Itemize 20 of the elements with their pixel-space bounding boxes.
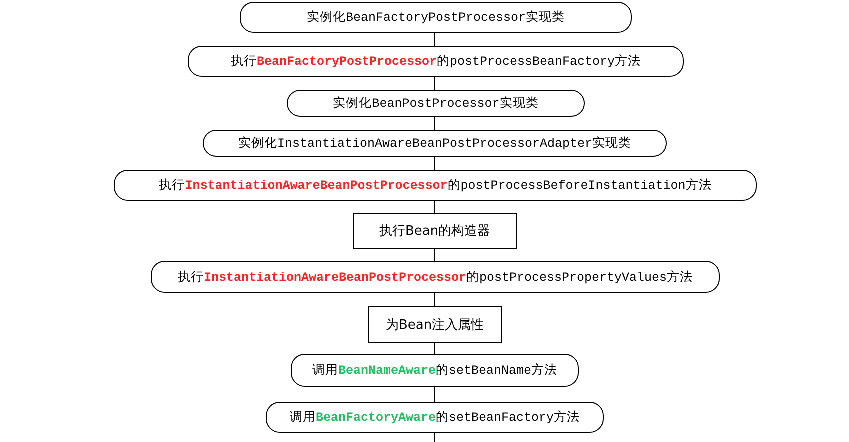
- step-box: 执行InstantiationAwareBeanPostProcessor的postProcessBeforeInstantiation方法: [114, 170, 757, 201]
- connector-line: [434, 32, 436, 46]
- connector-line: [434, 156, 436, 170]
- connector-line: [434, 432, 436, 442]
- connector-line: [434, 248, 436, 262]
- step-box: 调用BeanNameAware的setBeanName方法: [291, 354, 579, 387]
- step-box: 实例化InstantiationAwareBeanPostProcessorAdapter实现类: [203, 130, 667, 157]
- connector-line: [434, 292, 436, 306]
- connector-line: [434, 200, 436, 214]
- step-box: 实例化BeanPostProcessor实现类: [287, 90, 585, 117]
- connector-line: [434, 116, 436, 130]
- step-box: 执行InstantiationAwareBeanPostProcessor的postProcessPropertyValues方法: [151, 261, 720, 293]
- process-box: 执行Bean的构造器: [353, 213, 517, 249]
- step-box: 执行BeanFactoryPostProcessor的postProcessBeanFactory方法: [188, 46, 684, 77]
- process-box: 为Bean注入属性: [368, 306, 502, 343]
- step-box: 调用BeanFactoryAware的setBeanFactory方法: [266, 402, 604, 433]
- connector-line: [434, 342, 436, 354]
- connector-line: [434, 386, 436, 402]
- connector-line: [434, 76, 436, 90]
- step-box: 实例化BeanFactoryPostProcessor实现类: [240, 2, 632, 33]
